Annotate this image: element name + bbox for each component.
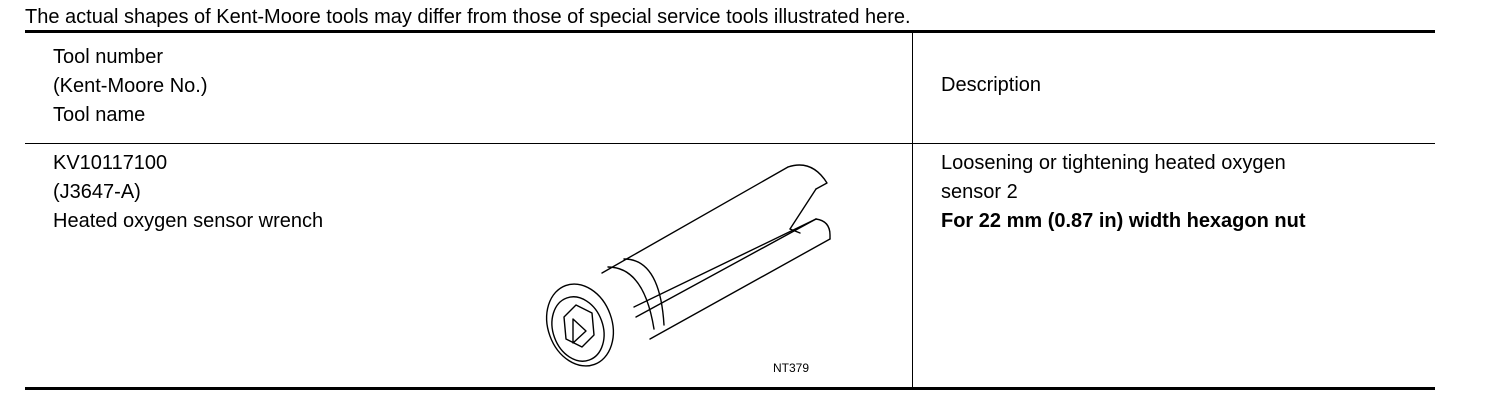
hex-socket <box>563 304 595 348</box>
wrench-nose-outer <box>545 283 615 367</box>
wrench-slot-notch <box>789 228 801 234</box>
figure-code: NT379 <box>773 361 810 375</box>
tool-name: Heated oxygen sensor wrench <box>53 210 324 232</box>
kent-moore-number: (J3647-A) <box>53 181 141 203</box>
wrench-mid-line <box>633 218 817 308</box>
page-note: The actual shapes of Kent-Moore tools ma… <box>25 6 911 28</box>
oxygen-sensor-wrench-illustration <box>545 164 831 367</box>
description-nut-size: For 22 mm (0.87 in) width hexagon nut <box>941 210 1306 232</box>
collar-ring-1 <box>607 266 655 330</box>
wrench-bottom-edge <box>649 238 831 340</box>
header-tool-number: Tool number <box>53 46 164 68</box>
wrench-far-end <box>787 164 828 190</box>
hex-socket-triangle <box>572 318 587 344</box>
header-kent-moore-no: (Kent-Moore No.) <box>53 75 208 97</box>
header-description: Description <box>941 74 1042 96</box>
wrench-slot-end <box>815 218 831 240</box>
table-bottom-rule <box>25 387 1435 390</box>
collar-ring-2 <box>623 258 665 326</box>
wrench-nose-inner <box>551 296 605 362</box>
description-line-2: sensor 2 <box>941 181 1018 203</box>
tool-info: KV10117100 (J3647-A) Heated oxygen senso… <box>53 149 323 236</box>
wrench-slot-top <box>789 188 817 230</box>
column-divider <box>912 33 913 387</box>
description-line-1: Loosening or tightening heated oxygen <box>941 152 1286 174</box>
header-tool-name: Tool name <box>53 104 146 126</box>
wrench-slot-line-a <box>635 218 817 318</box>
tool-number: KV10117100 <box>53 152 168 174</box>
header-tool-column: Tool number (Kent-Moore No.) Tool name <box>53 43 208 130</box>
table-top-rule <box>25 30 1435 33</box>
header-divider <box>25 143 1435 144</box>
tool-description: Loosening or tightening heated oxygen se… <box>941 149 1305 236</box>
wrench-top-edge <box>601 166 789 274</box>
